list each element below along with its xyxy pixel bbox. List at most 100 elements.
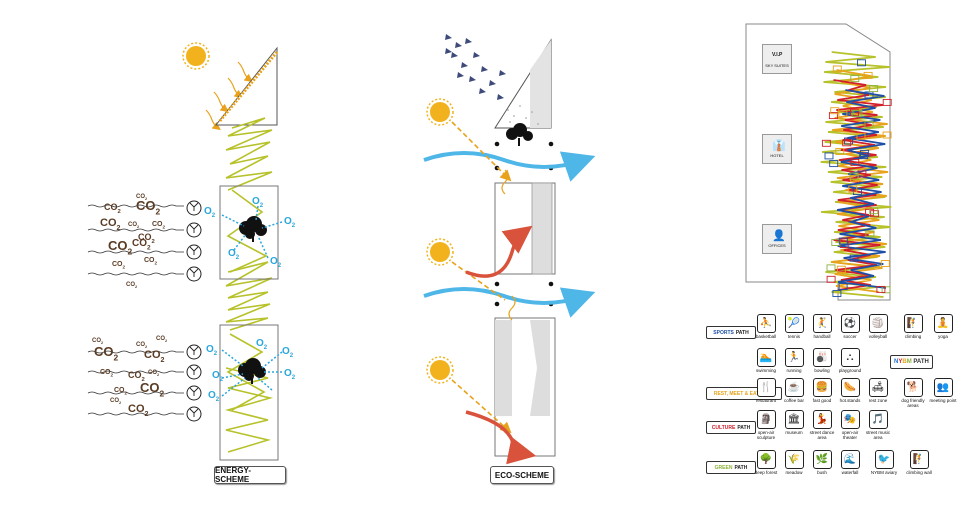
activity-soccer: ⚽soccer xyxy=(835,314,865,339)
co2-label: CO2 xyxy=(92,338,104,345)
dance-area-icon: 💃 xyxy=(812,410,832,429)
swimming-icon: 🏊 xyxy=(756,348,776,367)
co2-label: CO2 xyxy=(128,222,140,229)
bush-icon: 🌿 xyxy=(812,450,832,469)
tree-icon xyxy=(239,216,267,242)
activity-bowling: 🎳bowling xyxy=(807,348,837,373)
path-marker xyxy=(849,172,859,180)
co2-label: CO2 xyxy=(108,238,133,257)
culture-tag-text: CULTURE xyxy=(711,424,736,431)
meadow-icon: 🌾 xyxy=(784,450,804,469)
air-flow-arrow xyxy=(423,151,596,182)
activity-label: swimming xyxy=(755,368,776,373)
o2-label: O2 xyxy=(252,196,264,209)
activity-label: restaurant xyxy=(755,398,777,403)
co2-label: CO2 xyxy=(100,217,121,232)
vip-icon: V.I.P xyxy=(772,52,783,58)
path-marker xyxy=(832,290,842,297)
activity-label: basketball xyxy=(755,334,777,339)
floor-label: OFFICES xyxy=(768,243,786,248)
activity-label: waterfall xyxy=(841,470,859,475)
path-markers xyxy=(821,59,892,297)
activity-label: yoga xyxy=(938,334,948,339)
nybm-letter: M xyxy=(906,359,912,365)
activity-label: street dance area xyxy=(809,430,835,440)
path-marker xyxy=(838,110,848,118)
floor-label: HOTEL xyxy=(770,153,784,158)
path-marker xyxy=(835,148,845,155)
tree-icon xyxy=(506,123,533,146)
activity-fast-good: 🍔fast good xyxy=(807,378,837,403)
co2-label: CO2 xyxy=(132,238,151,252)
sun-ray-arrows xyxy=(451,121,512,434)
air-flow-arrow xyxy=(423,287,596,318)
activity-open-air-theater: 🎭open-air theater xyxy=(835,410,865,440)
path-marker xyxy=(821,139,831,147)
o2-label: O2 xyxy=(228,248,240,261)
activity-label: rest zone xyxy=(868,398,888,403)
hotel-icon: 👔 xyxy=(772,140,786,152)
activity-label: volleyball xyxy=(868,334,888,339)
path-marker xyxy=(850,158,860,166)
climbing-icon: 🧗 xyxy=(903,314,923,333)
activity-swimming: 🏊swimming xyxy=(751,348,781,373)
path-marker xyxy=(851,110,861,118)
activity-label: climbing xyxy=(904,334,922,339)
path-marker xyxy=(824,152,834,160)
path-marker xyxy=(881,286,891,294)
activity-nybm-aviary: 🐦NYBM aviary xyxy=(869,450,899,475)
activity-label: handball xyxy=(813,334,831,339)
activity-meeting-point: 👥meeting point xyxy=(928,378,958,403)
activity-label: open-air sculpture xyxy=(756,430,776,440)
sun-icon xyxy=(426,238,454,266)
waterfall-icon: 🌊 xyxy=(840,450,860,469)
activity-label: playground xyxy=(838,368,862,373)
path-marker xyxy=(836,265,846,273)
activity-label: meadow xyxy=(785,470,803,475)
soccer-icon: ⚽ xyxy=(840,314,860,333)
activity-label: hot.stands xyxy=(839,398,861,403)
co2-label: CO2 xyxy=(144,257,158,265)
fast-good-icon: 🍔 xyxy=(812,378,832,397)
co2-label: CO2 xyxy=(112,261,126,269)
activity-tennis: 🎾tennis xyxy=(779,314,809,339)
eco-scheme xyxy=(423,34,596,465)
activity-basketball: ⛹basketball xyxy=(751,314,781,339)
co2-label: CO2 xyxy=(100,369,114,377)
path-marker xyxy=(882,98,892,106)
o2-label: O2 xyxy=(270,256,282,269)
path-marker xyxy=(826,275,836,283)
floor-module-1 xyxy=(219,185,279,280)
path-marker xyxy=(838,283,848,290)
rain-icon xyxy=(445,34,506,100)
path-marker xyxy=(848,185,858,193)
activity-deep-forest: 🌳deep forest xyxy=(751,450,781,475)
floor-module-2 xyxy=(219,324,279,461)
eco-scheme-label: ECO-SCHEME xyxy=(490,466,554,484)
deep-forest-icon: 🌳 xyxy=(756,450,776,469)
activity-label: climbing wall xyxy=(906,470,932,475)
floor-sky-suites: V.I.P SKY SUITES xyxy=(762,44,792,74)
bowling-icon: 🎳 xyxy=(812,348,832,367)
sun-icon xyxy=(426,356,454,384)
path-lines xyxy=(820,51,892,298)
co2-label: CO2 xyxy=(140,380,165,399)
nybm-word: NYBM xyxy=(894,359,912,365)
aviary-icon: 🐦 xyxy=(874,450,894,469)
co2-label: CO2 xyxy=(128,403,149,418)
floor-offices: 👤 OFFICES xyxy=(762,224,792,254)
activity-label: street music area xyxy=(865,430,891,440)
path-marker xyxy=(826,264,836,272)
path-marker xyxy=(849,254,859,262)
path-marker xyxy=(880,260,890,267)
path-marker xyxy=(865,230,875,238)
path-marker xyxy=(852,188,862,196)
path-marker xyxy=(844,137,853,145)
path-marker xyxy=(842,139,852,147)
activity-label: fast good xyxy=(812,398,832,403)
activity-volleyball: 🏐volleyball xyxy=(863,314,893,339)
